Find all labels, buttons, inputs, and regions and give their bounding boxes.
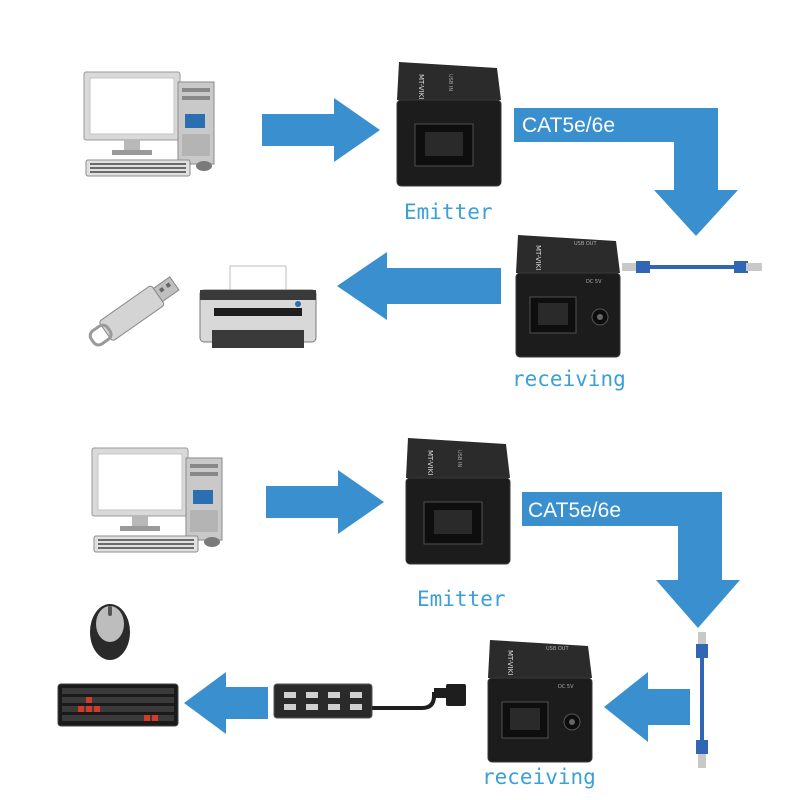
receiver-model-text: USB OUT	[574, 241, 597, 247]
receiver-dc-text: DC 5V	[558, 684, 574, 690]
bottom-diagram: MT-VIKI USB IN Emitter CAT5e/6e MT-VIKI …	[0, 400, 800, 800]
emitter-device: MT-VIKI USB IN	[402, 436, 517, 568]
desktop-computer-icon	[83, 71, 215, 177]
bottom-receiver-label: receiving	[482, 765, 596, 789]
top-emitter-label: Emitter	[404, 200, 493, 224]
elbow-arrow-down-icon	[514, 108, 738, 236]
mouse-icon	[90, 604, 130, 660]
arrow-right-icon	[262, 98, 380, 162]
emitter-model-text: USB IN	[456, 450, 462, 468]
usb-hub-icon	[273, 683, 466, 719]
receiver-brand-text: MT-VIKI	[534, 245, 542, 271]
arrow-left-icon	[604, 672, 690, 742]
receiver-device: MT-VIKI USB OUT DC 5V	[484, 638, 599, 766]
top-diagram: MT-VIKI USB IN Emitter CAT5e/6e MT-VIKI …	[83, 60, 762, 391]
receiver-device-icon	[487, 640, 593, 763]
emitter-brand-text: MT-VIKI	[426, 450, 434, 476]
arrow-left-icon	[184, 672, 268, 734]
arrow-left-icon	[337, 252, 501, 320]
receiver-device-icon	[515, 235, 621, 358]
emitter-device-icon	[405, 438, 511, 565]
desktop-computer-icon	[91, 447, 223, 553]
keyboard-icon	[57, 683, 179, 727]
arrow-right-icon	[266, 470, 384, 534]
bottom-cable-label: CAT5e/6e	[528, 499, 621, 522]
receiver-dc-text: DC 5V	[586, 279, 602, 285]
network-cable-icon	[696, 632, 708, 768]
receiver-device: MT-VIKI USB OUT DC 5V	[512, 233, 627, 361]
receiver-brand-text: MT-VIKI	[506, 650, 514, 676]
top-cable-label: CAT5e/6e	[522, 114, 615, 137]
emitter-device-icon	[396, 62, 502, 187]
top-receiver-label: receiving	[512, 367, 626, 391]
bottom-emitter-label: Emitter	[417, 587, 506, 611]
receiver-model-text: USB OUT	[546, 646, 569, 652]
emitter-model-text: USB IN	[447, 74, 453, 92]
elbow-arrow-down-icon	[522, 492, 740, 628]
emitter-device: MT-VIKI USB IN	[393, 60, 508, 190]
network-cable-icon	[622, 261, 762, 273]
usb-flash-drive-icon	[88, 276, 180, 347]
printer-icon	[199, 265, 317, 348]
emitter-brand-text: MT-VIKI	[417, 74, 425, 100]
